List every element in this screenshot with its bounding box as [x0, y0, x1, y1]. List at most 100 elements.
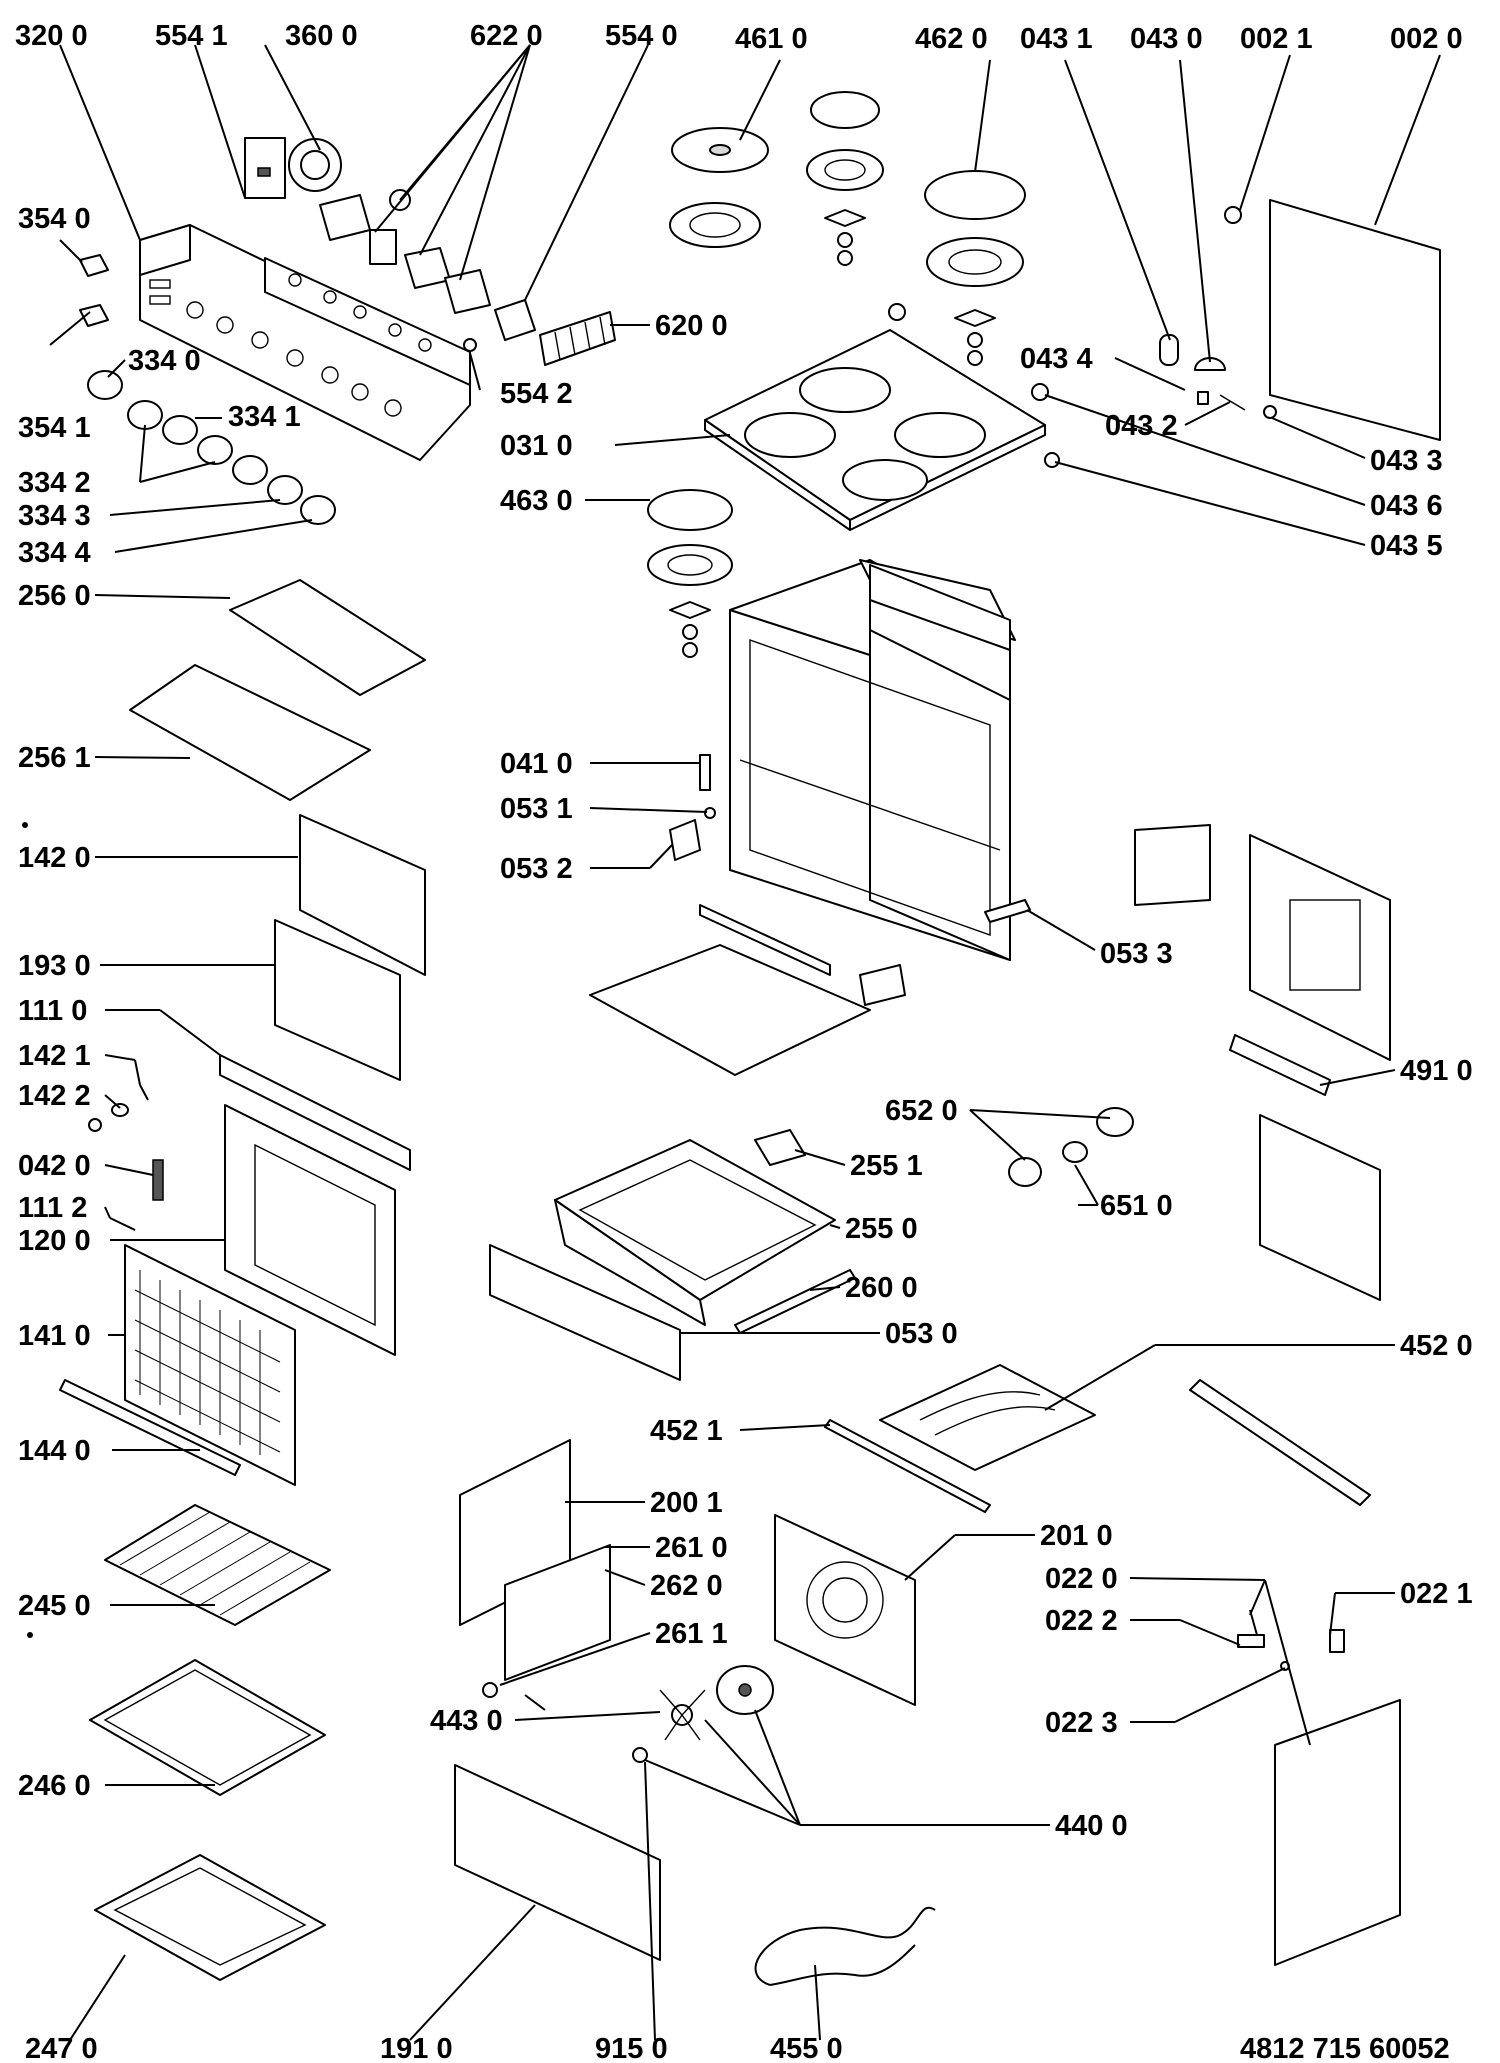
label-256-0: 256 0	[18, 580, 91, 612]
strip-111-0	[219, 1054, 411, 1171]
glass-193-0	[274, 919, 401, 1081]
label-452-1: 452 1	[650, 1415, 723, 1447]
pin-261-1	[524, 1694, 546, 1711]
label-554-1: 554 1	[155, 20, 228, 52]
label-354-1: 354 1	[18, 412, 91, 444]
back-panel-491-0	[1229, 834, 1391, 1096]
element-455-0	[754, 1906, 936, 1986]
label-255-0: 255 0	[845, 1213, 918, 1245]
margin-dot	[22, 822, 28, 828]
hotplate-461-0	[669, 127, 769, 248]
label-245-0: 245 0	[18, 1590, 91, 1622]
hotplate-second	[806, 91, 884, 266]
label-360-0: 360 0	[285, 20, 358, 52]
bracket-lower	[1259, 1114, 1381, 1301]
label-652-0: 652 0	[885, 1095, 958, 1127]
element-452-0	[879, 1364, 1096, 1471]
label-142-0: 142 0	[18, 842, 91, 874]
label-041-0: 041 0	[500, 748, 573, 780]
drawer-front-053-0	[489, 1244, 681, 1381]
label-193-0: 193 0	[18, 950, 91, 982]
terminal-block-620-0	[539, 311, 616, 366]
oven-back-frame	[869, 564, 1011, 651]
label-111-2: 111 2	[18, 1192, 87, 1224]
label-144-0: 144 0	[18, 1435, 91, 1467]
label-111-0: 111 0	[18, 995, 87, 1027]
label-043-5: 043 5	[1370, 530, 1443, 562]
cover-256-1	[129, 664, 371, 801]
bottom-plate	[589, 944, 871, 1076]
deep-tray-247-0	[94, 1854, 326, 1981]
panel-191-0	[454, 1764, 661, 1961]
label-043-0: 043 0	[1130, 23, 1203, 55]
rail-261-0	[504, 1544, 611, 1681]
hob-top-031-0	[704, 303, 1046, 531]
leader-lines	[49, 44, 1441, 2041]
pin-554-2	[463, 338, 477, 352]
label-260-0: 260 0	[845, 1272, 918, 1304]
label-043-1: 043 1	[1020, 23, 1093, 55]
bracket-053-2	[669, 819, 701, 861]
handle-144-0	[59, 1379, 241, 1476]
label-002-0: 002 0	[1390, 23, 1463, 55]
label-622-0: 622 0	[470, 20, 543, 52]
clip-354-0	[79, 254, 109, 277]
label-256-1: 256 1	[18, 742, 91, 774]
label-440-0: 440 0	[1055, 1810, 1128, 1842]
label-120-0: 120 0	[18, 1225, 91, 1257]
fan-cover-201-0	[774, 1514, 916, 1706]
rail-right	[1189, 1379, 1371, 1506]
label-455-0: 455 0	[770, 2033, 843, 2063]
label-042-0: 042 0	[18, 1150, 91, 1182]
label-043-3: 043 3	[1370, 445, 1443, 477]
label-320-0: 320 0	[15, 20, 88, 52]
label-255-1: 255 1	[850, 1150, 923, 1182]
small-parts-043	[1031, 334, 1277, 468]
lamp-652-0	[1008, 1107, 1134, 1187]
label-053-2: 053 2	[500, 853, 573, 885]
label-452-0: 452 0	[1400, 1330, 1473, 1362]
control-panel-320-0	[139, 224, 471, 461]
label-261-1: 261 1	[655, 1618, 728, 1650]
screw-142-1	[139, 1084, 149, 1101]
label-554-0: 554 0	[605, 20, 678, 52]
rail-053	[699, 904, 831, 976]
part-022-1	[1329, 1629, 1345, 1653]
label-491-0: 491 0	[1400, 1055, 1473, 1087]
knobs-334	[87, 370, 336, 525]
label-053-0: 053 0	[885, 1318, 958, 1350]
label-620-0: 620 0	[655, 310, 728, 342]
label-461-0: 461 0	[735, 23, 808, 55]
part-022-2	[1237, 1634, 1265, 1648]
pin-111-2	[109, 1217, 136, 1231]
label-031-0: 031 0	[500, 430, 573, 462]
part-labels: 320 0 554 1 360 0 622 0 554 0 461 0 462 …	[15, 20, 1473, 2063]
label-463-0: 463 0	[500, 485, 573, 517]
door-frame-120-0	[224, 1104, 396, 1356]
label-201-0: 201 0	[1040, 1520, 1113, 1552]
margin-dot	[27, 1632, 33, 1638]
drawer-255-0	[554, 1139, 836, 1326]
label-200-1: 200 1	[650, 1487, 723, 1519]
outer-door-141-0	[124, 1244, 296, 1486]
hotplate-463-0	[647, 489, 733, 658]
label-354-0: 354 0	[18, 203, 91, 235]
side-panel-002-0	[1269, 199, 1441, 441]
pin-053-1	[704, 807, 716, 819]
label-334-3: 334 3	[18, 500, 91, 532]
clip-261-1	[482, 1682, 498, 1698]
label-191-0: 191 0	[380, 2033, 453, 2063]
glass-142-0	[299, 814, 426, 976]
switch-bracket	[264, 257, 471, 386]
fan-443-0	[659, 1689, 706, 1741]
part-142-2	[111, 1103, 129, 1117]
hinge-042-0	[152, 1159, 164, 1201]
label-334-1: 334 1	[228, 401, 301, 433]
label-915-0: 915 0	[595, 2033, 668, 2063]
rail-260-0	[734, 1269, 856, 1334]
label-262-0: 262 0	[650, 1570, 723, 1602]
bracket-041-0	[699, 754, 711, 791]
label-334-4: 334 4	[18, 537, 91, 569]
label-141-0: 141 0	[18, 1320, 91, 1352]
